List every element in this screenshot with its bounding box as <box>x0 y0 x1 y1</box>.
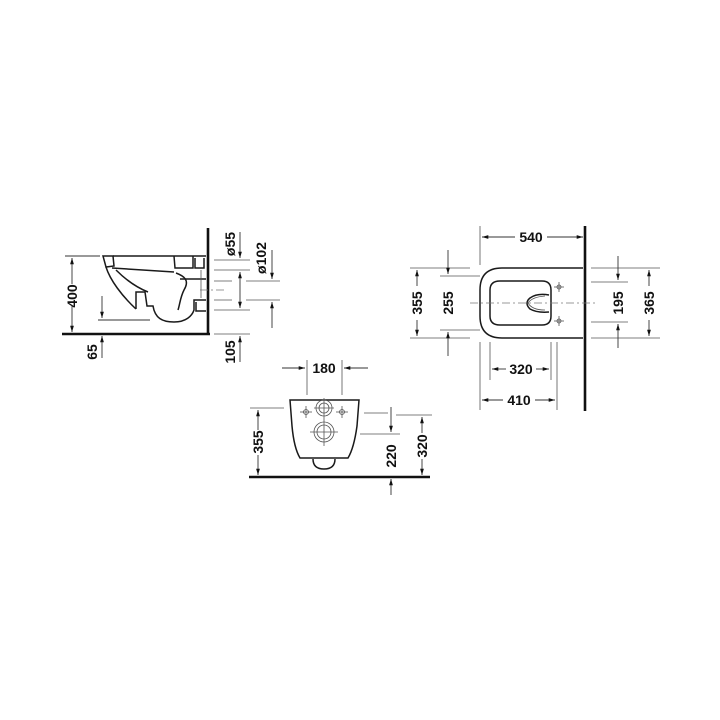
dim-355-top-label: 355 <box>409 291 425 315</box>
dim-320-top-label: 320 <box>509 361 533 377</box>
toilet-top-outline <box>479 267 583 339</box>
dim-365-label: 365 <box>641 291 657 315</box>
dim-dia102-label: ø102 <box>253 242 269 274</box>
rear-view: 180 355 220 320 <box>249 360 432 495</box>
dim-320-rear-label: 320 <box>414 434 430 458</box>
dim-355-rear-label: 355 <box>250 430 266 454</box>
dim-255-label: 255 <box>440 291 456 315</box>
side-view: 400 65 ø55 ø102 105 <box>62 228 280 364</box>
dim-65-label: 65 <box>84 344 100 360</box>
dim-180-label: 180 <box>312 360 336 376</box>
dim-195-label: 195 <box>610 291 626 315</box>
top-view: 540 355 255 320 410 195 <box>409 226 660 411</box>
dim-400-label: 400 <box>64 284 80 308</box>
toilet-side-profile <box>102 255 206 323</box>
toilet-rear-outline <box>289 398 360 470</box>
dim-dia55-label: ø55 <box>222 232 238 256</box>
dim-540-label: 540 <box>519 229 543 245</box>
dim-410-label: 410 <box>507 392 531 408</box>
dim-220-label: 220 <box>383 444 399 468</box>
dim-105-label: 105 <box>222 340 238 364</box>
